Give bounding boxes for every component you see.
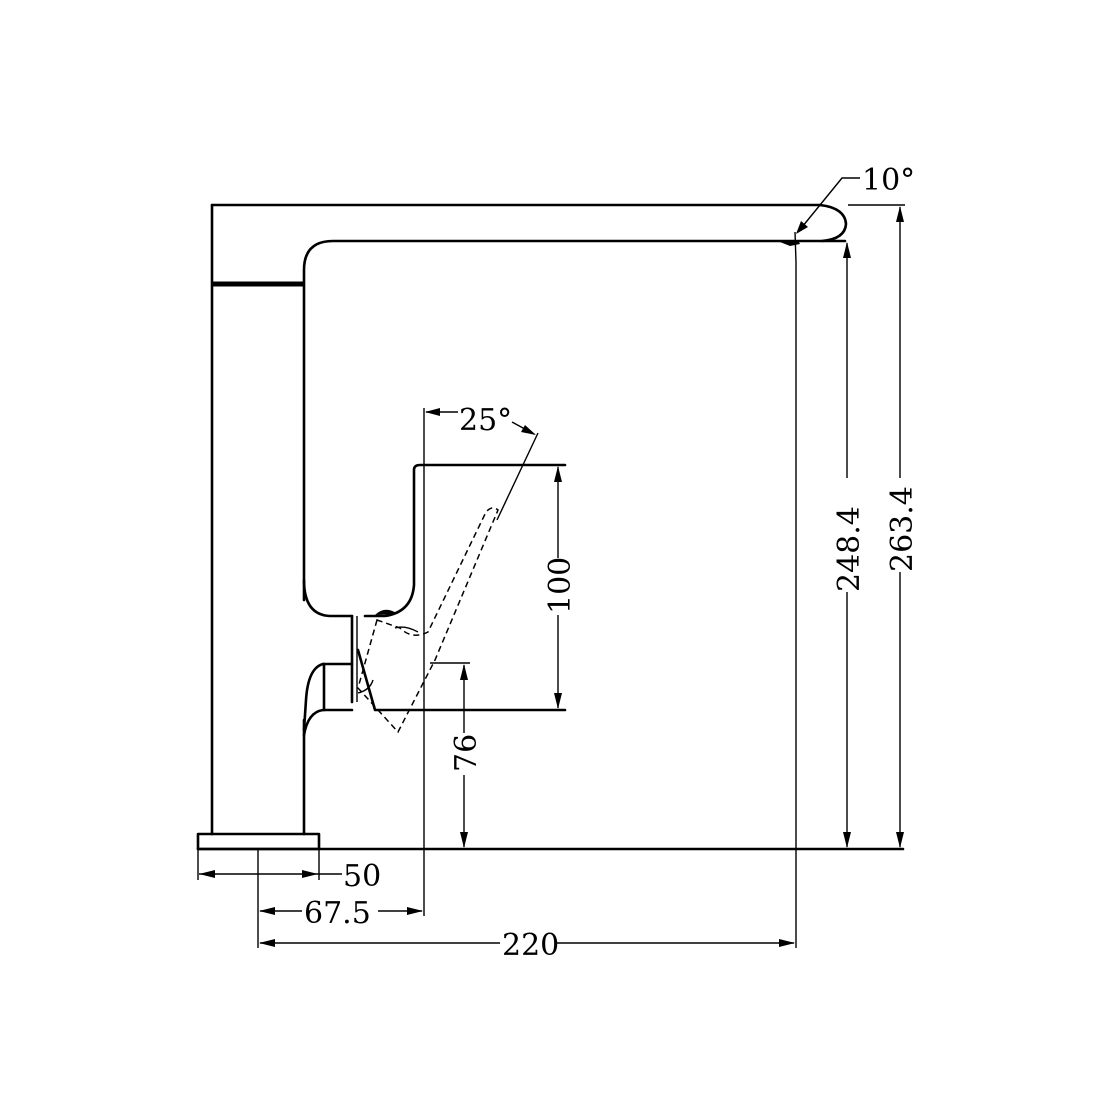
label-25deg: 25° [459,403,512,438]
base-plate [196,832,321,851]
label-76: 76 [449,734,484,772]
label-248-4: 248.4 [832,506,867,592]
dim-overall-height: 263.4 [848,204,920,848]
column-lower-curve [302,578,354,618]
phantom-lever-body [357,507,499,734]
arrow-67-right [407,907,423,915]
dim-handle-height: 100 [543,466,578,709]
spout-bottom-edge [302,239,847,602]
lever-rotated-phantom [357,432,539,734]
arrow-50-right [302,870,318,878]
lever-arc [357,679,374,694]
spout-tip [818,203,848,243]
arrow-100-bottom [554,693,562,709]
arrow-67-left [259,907,275,915]
cartridge-upper-curve [302,662,325,732]
dim-lever-base-height: 76 [430,662,484,848]
label-220: 220 [502,928,559,963]
handle-angle-line [496,432,539,521]
arrow-263-bottom [896,832,904,848]
handle-housing [363,463,567,618]
arrow-50-left [199,870,215,878]
label-263-4: 263.4 [885,486,920,572]
arrow-25deg-left [425,408,440,416]
housing-bump [375,609,398,615]
arrow-263-top [896,206,904,222]
arrow-100-top [554,466,562,482]
label-10deg: 10° [862,163,915,198]
arrow-25deg-right [521,425,536,435]
dim-lever-axis-offset: 67.5 [257,849,423,948]
ext-10deg [794,231,797,263]
arrow-220-left [259,939,275,947]
dim-spout-outlet-height: 248.4 [832,242,867,848]
label-100: 100 [543,557,578,614]
label-50: 50 [343,859,381,894]
arrow-76-top [460,664,468,680]
faucet-body [196,203,905,851]
spout-outlet-mark [775,240,800,246]
dim-spout-angle: 10° [794,163,915,263]
dim-handle-angle: 25° [423,403,536,916]
phantom-arc [394,626,419,633]
arrow-248-top [843,242,851,258]
dim-spout-reach: 220 [259,262,797,963]
leader-10deg [797,177,860,233]
arrow-248-bottom [843,832,851,848]
dim-base-width: 50 [197,849,381,894]
cartridge-lower-curve [302,708,325,737]
label-67-5: 67.5 [304,896,371,931]
arrow-76-bottom [460,832,468,848]
arrow-220-right [779,939,795,947]
arrow-10deg [796,221,808,234]
